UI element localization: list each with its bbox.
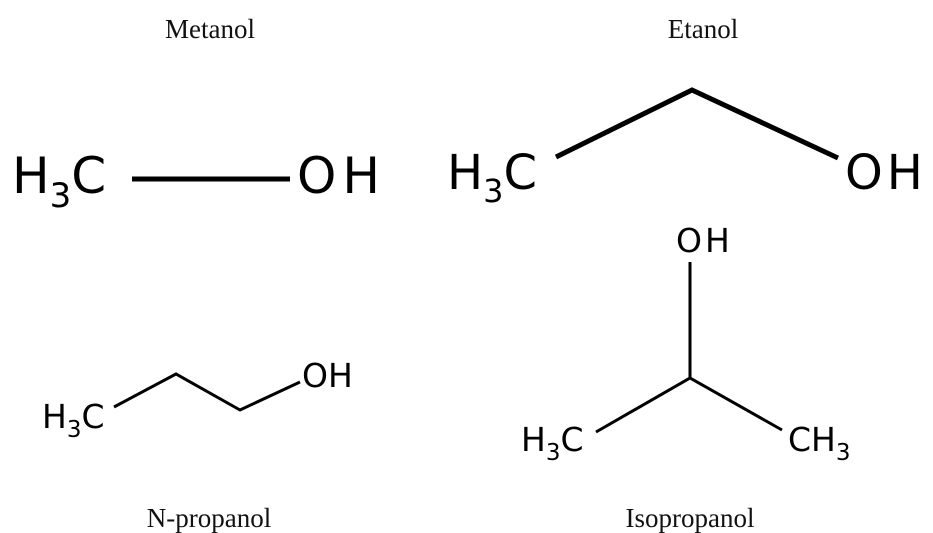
- n-propanol-oh-group: OH: [302, 356, 353, 395]
- methanol-panel: Metanol H3C OH: [12, 14, 386, 216]
- isopropanol-carbon-bonds: [595, 376, 783, 434]
- ethanol-ch3-group: H3C: [447, 145, 537, 210]
- n-propanol-caption: N-propanol: [147, 503, 271, 533]
- methanol-oh-group: OH: [297, 147, 386, 205]
- ethanol-oh-group: OH: [845, 145, 927, 201]
- isopropanol-oh-group: OH: [676, 221, 733, 260]
- n-propanol-carbon-chain-bonds: [113, 372, 301, 412]
- ethanol-carbon-chain-bonds: [554, 87, 840, 161]
- n-propanol-panel: N-propanol H3C OH: [42, 356, 353, 533]
- n-propanol-ch3-group: H3C: [42, 397, 105, 443]
- methanol-caption: Metanol: [165, 14, 255, 44]
- ethanol-panel: Etanol H3C OH: [447, 14, 927, 210]
- isopropanol-left-ch3-group: H3C: [521, 420, 584, 466]
- methanol-ch3-group: H3C: [12, 147, 106, 216]
- isopropanol-caption: Isopropanol: [626, 503, 755, 533]
- ethanol-caption: Etanol: [668, 14, 738, 44]
- isopropanol-panel: Isopropanol OH H3C CH3: [521, 221, 851, 533]
- isopropanol-right-ch3-group: CH3: [788, 420, 851, 466]
